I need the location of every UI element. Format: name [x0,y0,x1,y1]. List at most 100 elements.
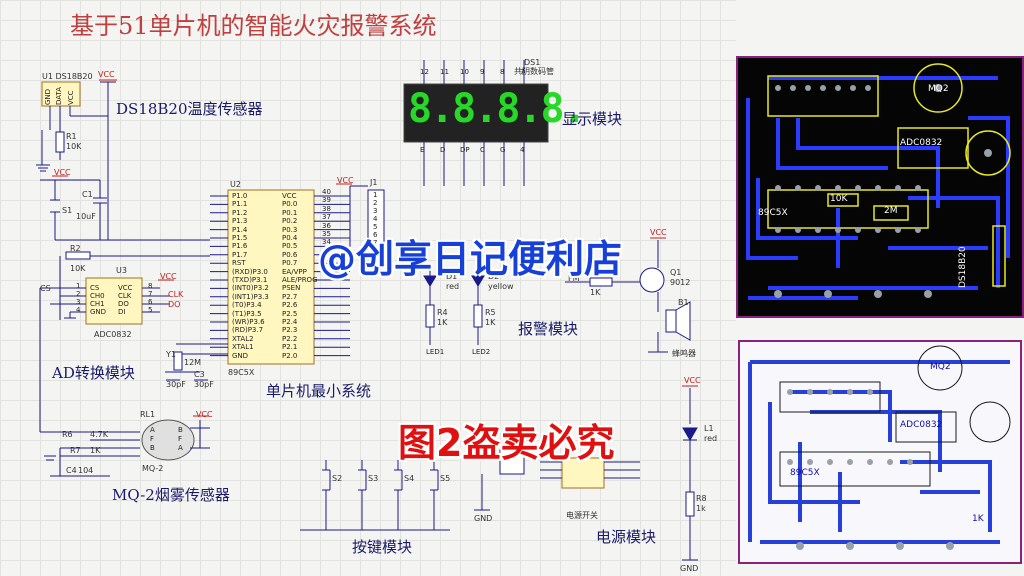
module-adc-label: AD转换模块 [52,364,135,382]
module-mcu-label: 单片机最小系统 [266,382,372,400]
j1-pin: 6 [373,231,378,239]
u2-right-pin-number: 40 [322,188,331,196]
l1-label: L1 [704,424,714,433]
schematic-wires [36,60,698,561]
mq-pin-f1: F [150,435,155,443]
vcc-u1: VCC [98,70,115,79]
c4-label: C4 [66,466,77,475]
u2-right-pin-number: 35 [322,230,331,238]
s5-label: S5 [440,474,451,483]
ds1-bottom-pin: 4 [520,146,525,154]
l1-value: red [704,434,718,443]
u2-right-pin: P2.4 [282,318,298,326]
r1-value: 10K [66,142,82,151]
vcc-mq2: VCC [196,410,213,419]
u2-left-pin: P1.3 [232,217,248,226]
u2-left-pin: (INT0)P3.2 [232,284,269,293]
module-temp-label: DS18B20温度传感器 [116,100,263,118]
u2-left-pin: P1.2 [232,208,248,217]
seven-seg-digits: 8.8.8.8. [408,86,587,132]
u2-right-pin-number: 38 [322,204,331,213]
u2-right-pin: P2.7 [282,292,298,301]
u2-left-pin: (T1)P3.5 [232,309,262,318]
u2-right-pin: VCC [282,192,297,200]
pcb-bottom-mq2: MQ2 [930,362,951,372]
r6-value: 4.7K [90,430,108,439]
vcc-mcu: VCC [337,176,354,185]
d2-label: D2 [488,272,500,281]
u2-right-pin: PSEN [282,284,301,293]
u2-left-pin: (INT1)P3.3 [232,292,269,301]
net-fm-alarm: FM [568,274,580,283]
q1-label: Q1 [670,268,682,277]
module-display-label: 显示模块 [562,110,623,128]
u2-right-pin: P2.1 [282,343,298,352]
pcb-bottom-1k: 1K [972,514,984,524]
c3-value: 30pF [194,380,214,389]
u3-num-3: 3 [76,298,81,306]
u2-left-pin: XTAL1 [232,343,254,352]
net-led1: LED1 [426,348,445,356]
module-keys-label: 按键模块 [352,538,413,556]
u2-left-pin: (TXD)P3.1 [232,276,268,284]
q1-value: 9012 [670,278,691,287]
u2-left-pin: (T0)P3.4 [232,301,262,310]
u2-right-pin-number: 36 [322,221,331,230]
u3-pin-do: DO [118,300,129,308]
d1-value: red [446,282,460,291]
pcb-bottom-adc: ADC0832 [900,420,943,430]
ds1-label: DS1 [524,58,541,67]
pcb-top-view: MQ2 ADC0832 89C5X 10K 2M DS18B20 [736,56,1024,318]
watermark-secondary: 图2盗卖必究 [398,421,615,465]
u2-name: 89C5X [228,368,255,377]
u3-num-8: 8 [148,282,153,290]
u2-right-pin: ALE/PROG [282,276,318,284]
net-do-u3: DO [168,300,181,309]
pcb-bottom-view: MQ2 ADC0832 89C5X 1K [738,340,1022,564]
mq-pin-f2: F [178,435,183,443]
r3-value: 1K [590,288,601,297]
r8-value: 1k [696,504,706,513]
u3-num-4: 4 [76,306,81,314]
u2-left-pin: RST [232,259,246,268]
u2-right-pin: P2.2 [282,334,298,343]
y1-value: 12M [184,358,202,367]
u2-left-pin: P1.7 [232,250,248,259]
j1-pin: 1 [373,191,378,199]
ds1-bottom-pin: DP [460,146,470,154]
r1-label: R1 [66,132,77,141]
r5-label: R5 [485,308,496,317]
u2-right-pin: P0.5 [282,242,298,251]
gnd-l1: GND [680,564,699,573]
u2-left-pin: XTAL2 [232,334,254,343]
u2-left-pin: (WR)P3.6 [232,318,265,326]
ds1-bottom-pin: D [440,146,446,154]
u2-left-pin: P1.0 [232,192,248,200]
u2-label: U2 [230,180,241,189]
u2-left-pin: GND [232,351,249,360]
module-smoke-label: MQ-2烟雾传感器 [112,486,230,504]
ds1-top-pin: 8 [500,68,505,76]
ds1-top-pin: 10 [460,68,469,76]
u2-right-pin: P0.2 [282,217,298,226]
ds1-bottom-pin: E [420,146,425,154]
pcb-top-adc: ADC0832 [900,138,943,148]
mq-pin-a2: A [178,444,183,452]
u3-name: ADC0832 [94,330,132,339]
u3-pin-cs: CS [90,284,100,292]
b1-value: 蜂鸣器 [672,349,696,358]
u2-right-pin-number: 39 [322,196,331,205]
y1-label: Y1 [166,350,176,359]
ds1-bottom-pin: G [500,146,506,154]
u1-pin-data: DATA [55,86,63,105]
u2-right-pin: P0.6 [282,250,298,259]
u2-right-pin: P0.7 [282,259,298,268]
watermark-main: @创享日记便利店 [318,237,623,281]
u2-left-pin: P1.5 [232,234,248,242]
u3-pin-di: DI [118,308,126,316]
mq-pin-b2: B [178,426,183,434]
j1-pin: 8 [373,247,378,255]
u1-pin-gnd: GND [44,88,52,105]
ds1-top-pin: 11 [440,68,449,76]
u1-label: U1 DS18B20 [42,72,93,81]
